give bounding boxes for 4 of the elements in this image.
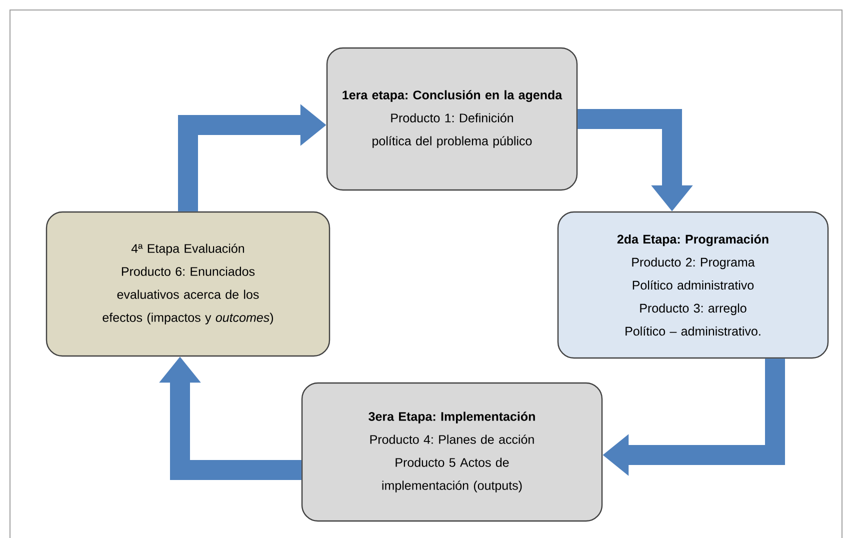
stage-box: 3era Etapa: Implementación Producto 4: Planes de acción Producto 5 Actos de implementación (outputs)	[301, 382, 603, 522]
stage-box: 2da Etapa: Programación Producto 2: Programa Político administrativo Producto 3: arreglo Político – administrativo.	[557, 211, 829, 359]
stage-box: 1era etapa: Conclusión en la agenda Producto 1: Definición política del problema público	[326, 47, 578, 191]
stage-box: 4ª Etapa Evaluación Producto 6: Enunciados evaluativos acerca de los efectos (impactos y outcomes)	[46, 211, 330, 357]
